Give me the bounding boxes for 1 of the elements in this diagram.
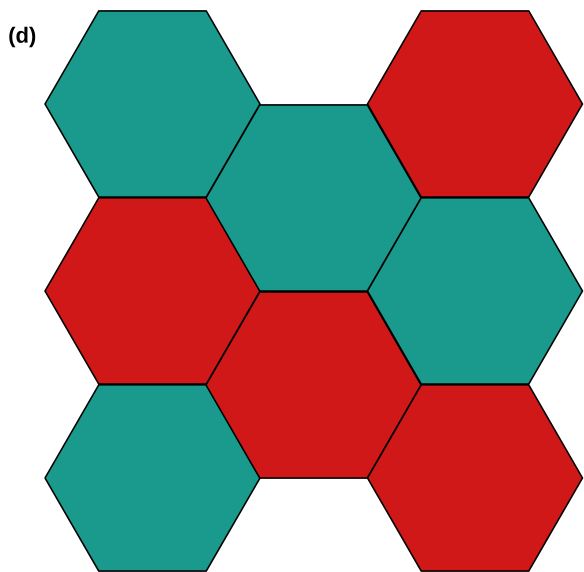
- panel-label: (d): [9, 26, 36, 48]
